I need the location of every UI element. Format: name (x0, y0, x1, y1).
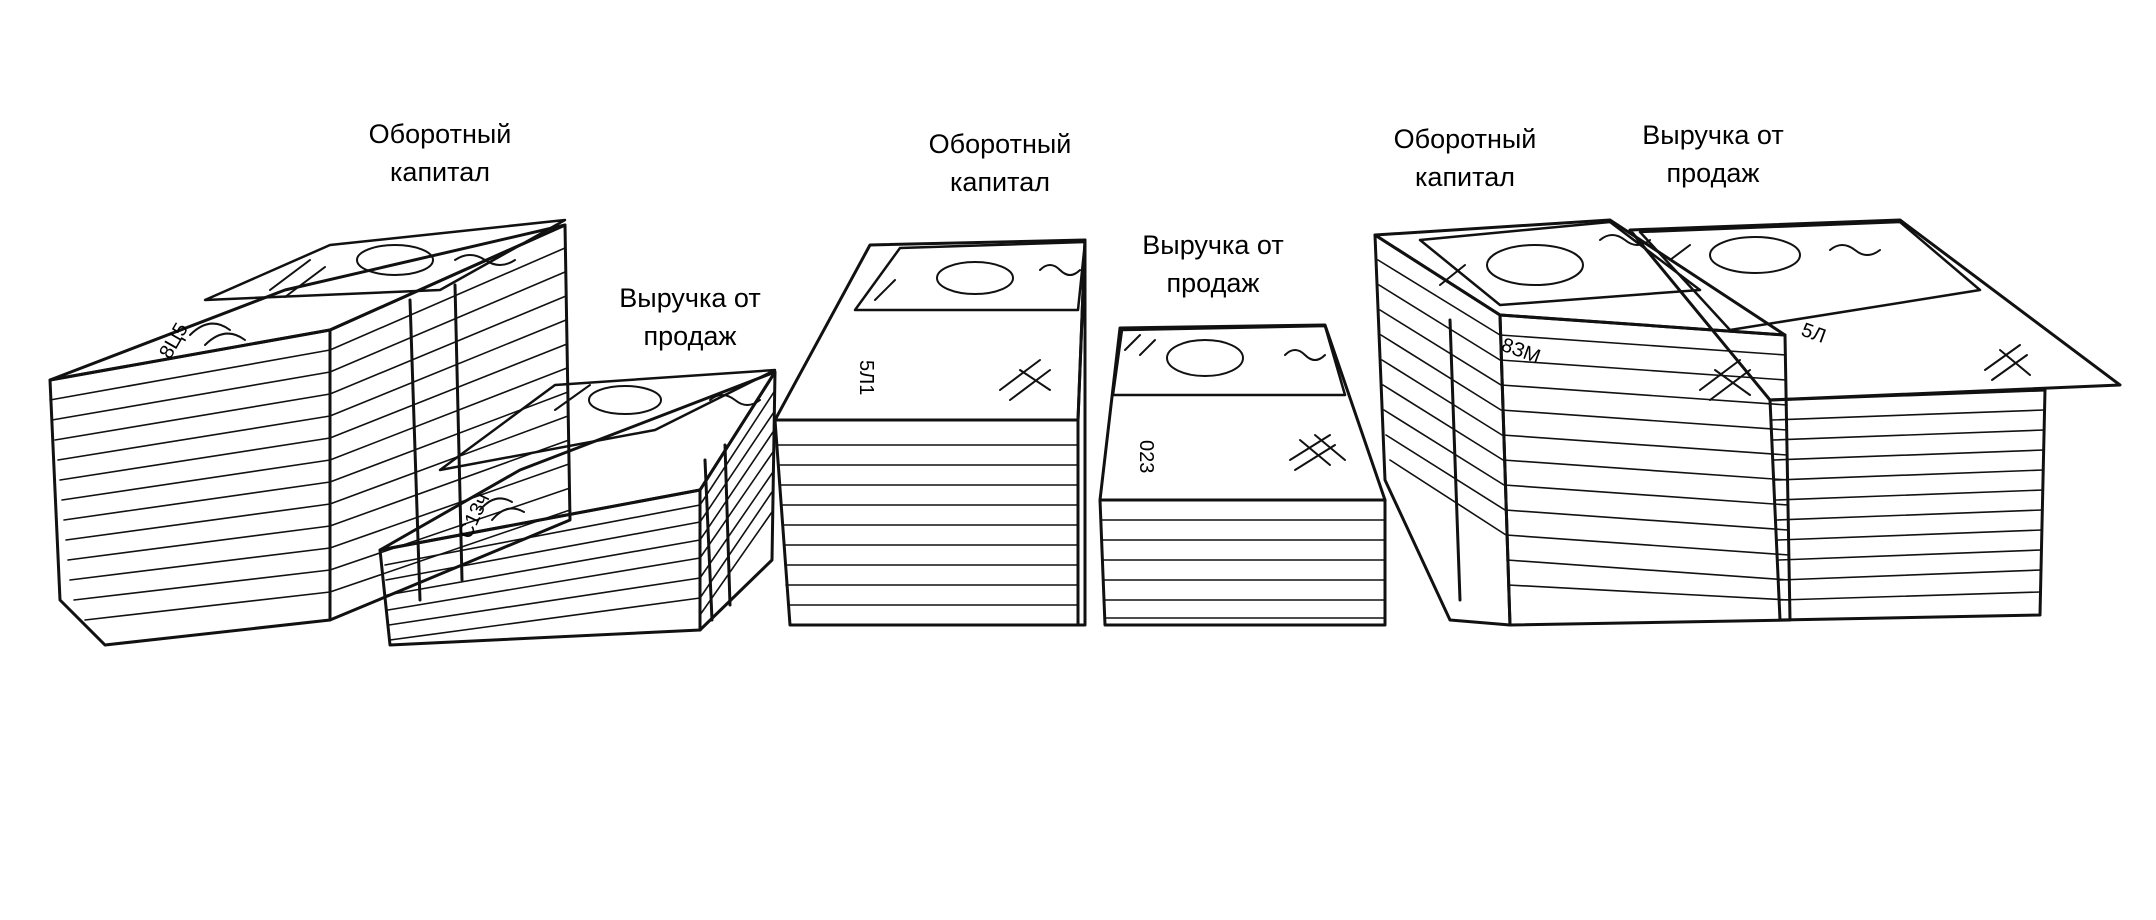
money-stack-working-capital-2: 5Л1 (773, 238, 1087, 627)
note-serial: 023 (1135, 440, 1157, 473)
label-sales-revenue-3-line2: продаж (1667, 158, 1760, 188)
label-working-capital-1-line2: капитал (390, 157, 490, 187)
label-sales-revenue-2-line1: Выручка от (1142, 230, 1283, 260)
label-working-capital-3-line1: Оборотный (1394, 124, 1537, 154)
label-sales-revenue-1-line1: Выручка от (619, 283, 760, 313)
note-serial: 8ЗМ (1498, 334, 1543, 368)
money-stack-sales-revenue-3: 5Л (1628, 218, 2122, 622)
group-3: 8ЗМ 5Л Оборотный капитал Выручка от прод… (1373, 120, 2122, 627)
label-working-capital-2-line1: Оборотный (929, 129, 1072, 159)
group-2: 5Л1 023 Оборотный капитал Выручка от про… (773, 129, 1387, 627)
note-serial: 5Л1 (855, 360, 877, 395)
label-sales-revenue-1-line2: продаж (644, 321, 737, 351)
label-working-capital-1-line1: Оборотный (369, 119, 512, 149)
label-sales-revenue-3-line1: Выручка от (1642, 120, 1783, 150)
label-working-capital-2-line2: капитал (950, 167, 1050, 197)
label-working-capital-3-line2: капитал (1415, 162, 1515, 192)
label-sales-revenue-2-line2: продаж (1167, 268, 1260, 298)
money-stack-sales-revenue-1: С13ч (378, 368, 777, 647)
group-1: 8Ц5 С13ч Оборотный капитал Выручка от пр… (48, 119, 777, 647)
note-serial: 5Л (1798, 319, 1828, 348)
money-stack-sales-revenue-2: 023 (1098, 323, 1387, 627)
money-stack-working-capital-3: 8ЗМ (1373, 218, 1792, 627)
